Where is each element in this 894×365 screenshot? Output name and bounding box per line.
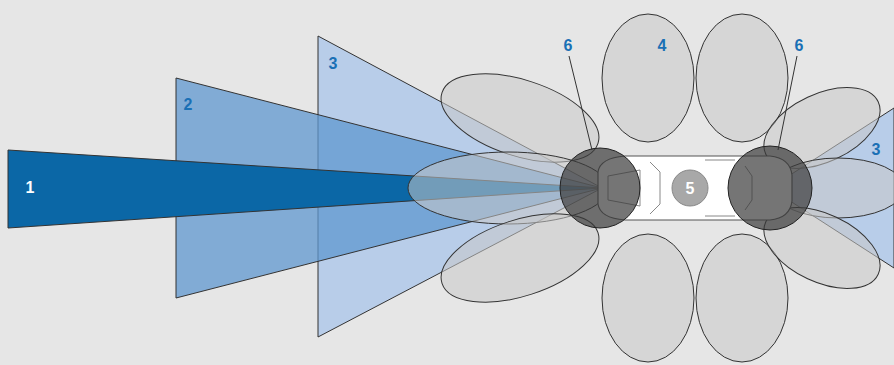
lobe (602, 14, 694, 142)
callout-number: 6 (795, 38, 804, 54)
central-unit (672, 170, 708, 206)
leader-line (569, 56, 592, 150)
ultrasonic-lobes (408, 14, 894, 362)
leader-line (778, 56, 797, 150)
close-range-zone (560, 148, 640, 228)
callout-number: 6 (564, 38, 573, 54)
callout-number: 2 (184, 97, 193, 113)
callout-number: 5 (686, 181, 695, 197)
lobe (602, 234, 694, 362)
callout-number: 4 (658, 38, 667, 54)
close-range-zone (728, 146, 812, 230)
callout-number: 3 (329, 56, 338, 72)
callout-number: 1 (26, 180, 35, 196)
callout-number: 3 (872, 142, 881, 158)
